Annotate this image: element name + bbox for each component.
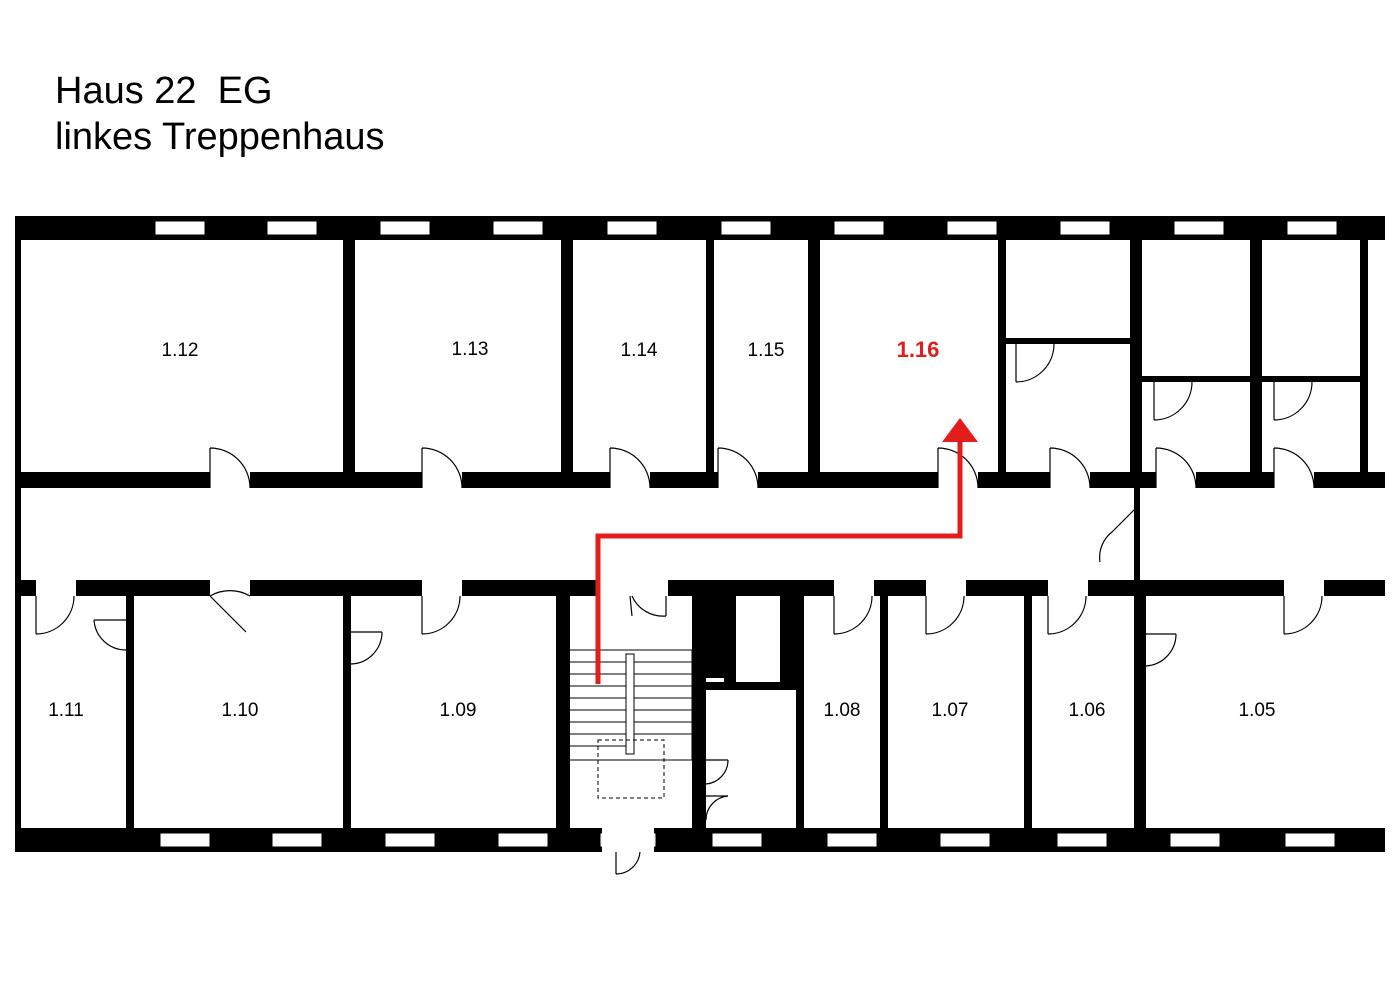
- room-1-11: 1.11: [48, 700, 84, 721]
- room-1-16-highlighted: 1.16: [897, 337, 940, 362]
- plan-title: Haus 22 EG linkes Treppenhaus: [55, 68, 385, 160]
- walls: [15, 216, 1385, 852]
- staircase: [567, 649, 693, 799]
- room-1-10: 1.10: [222, 700, 259, 721]
- title-building-floor: Haus 22 EG: [55, 70, 273, 112]
- room-labels: 1.12 1.13 1.14 1.15 1.16 1.11 1.10 1.09 …: [48, 337, 1275, 721]
- red-arrow-route: [595, 418, 978, 684]
- room-1-14: 1.14: [621, 340, 658, 361]
- room-1-12: 1.12: [162, 340, 199, 361]
- room-1-13: 1.13: [452, 339, 489, 360]
- room-1-09: 1.09: [440, 700, 477, 721]
- title-staircase: linkes Treppenhaus: [55, 116, 385, 158]
- room-1-05: 1.05: [1239, 700, 1276, 721]
- windows-north: [154, 220, 1338, 236]
- room-1-08: 1.08: [824, 700, 861, 721]
- room-1-15: 1.15: [748, 340, 785, 361]
- door-swings: [35, 343, 1323, 875]
- room-1-07: 1.07: [932, 700, 969, 721]
- room-1-06: 1.06: [1069, 700, 1106, 721]
